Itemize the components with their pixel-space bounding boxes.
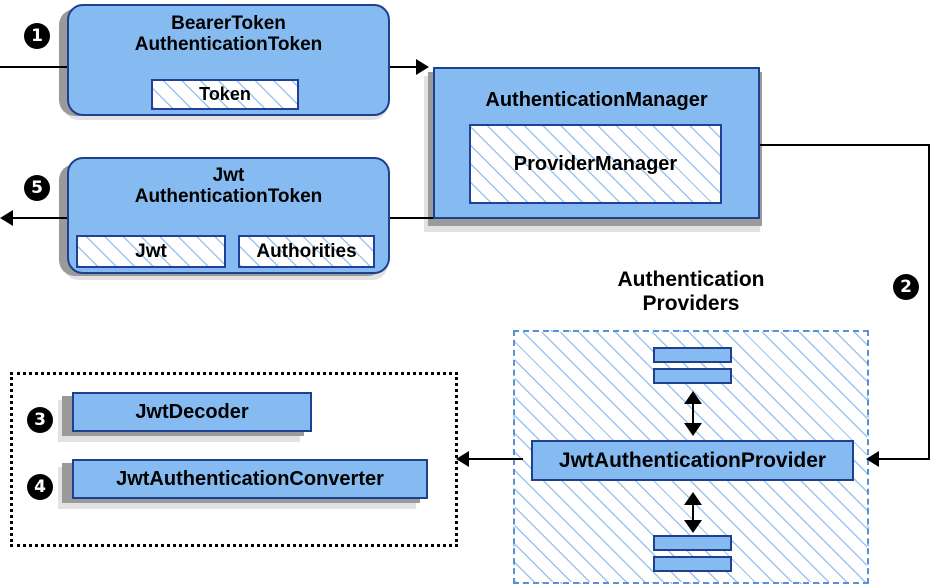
- jwt-decoder-label: JwtDecoder: [135, 400, 249, 423]
- provider-placeholder-bar-bottom-1: [653, 535, 732, 551]
- connector-request-in: [0, 66, 70, 68]
- connector-manager-to-jwt-token: [390, 217, 433, 219]
- connector-manager-out-horizontal: [760, 144, 930, 146]
- slot-token: Token: [151, 79, 299, 110]
- step-badge-2: 2: [893, 274, 919, 300]
- step-badge-1: 1: [24, 23, 50, 49]
- jwt-token-title-line2: AuthenticationToken: [134, 186, 323, 208]
- node-jwt-decoder[interactable]: JwtDecoder: [72, 392, 312, 432]
- step-badge-3: 3: [27, 407, 53, 433]
- connector-manager-out-vertical: [928, 144, 930, 460]
- authentication-providers-caption: Authentication Providers: [513, 268, 869, 316]
- connector-provider-to-support: [468, 458, 523, 460]
- jwt-token-title-line1: Jwt: [212, 165, 245, 186]
- jwt-provider-label: JwtAuthenticationProvider: [558, 448, 827, 472]
- arrowhead-bearer-to-manager: [416, 59, 429, 75]
- provider-placeholder-bar-bottom-2: [653, 556, 732, 572]
- node-jwt-authentication-converter[interactable]: JwtAuthenticationConverter: [72, 459, 428, 499]
- provider-placeholder-bar-top-2: [653, 368, 732, 384]
- slot-jwt-label: Jwt: [135, 240, 167, 262]
- providers-caption-line1: Authentication: [617, 268, 765, 291]
- arrowhead-top-down: [684, 423, 702, 436]
- providers-caption-line2: Providers: [642, 292, 740, 316]
- authentication-manager-title: AuthenticationManager: [485, 89, 708, 111]
- node-jwt-authentication-provider[interactable]: JwtAuthenticationProvider: [531, 440, 854, 481]
- connector-top-double-arrow: [692, 397, 694, 425]
- arrowhead-provider-to-support: [456, 451, 469, 467]
- connector-response-out: [10, 217, 72, 219]
- slot-jwt: Jwt: [76, 235, 226, 268]
- slot-authorities: Authorities: [238, 235, 375, 268]
- connector-bottom-double-arrow: [692, 498, 694, 522]
- slot-provider-manager-label: ProviderManager: [513, 152, 678, 175]
- provider-placeholder-bar-top-1: [653, 347, 732, 363]
- slot-provider-manager: ProviderManager: [469, 124, 722, 204]
- arrowhead-bottom-down: [684, 520, 702, 533]
- step-badge-5: 5: [24, 175, 50, 201]
- arrowhead-response-out: [0, 210, 13, 226]
- connector-into-providers: [878, 458, 930, 460]
- slot-authorities-label: Authorities: [256, 240, 357, 262]
- connector-bearer-to-manager: [390, 66, 422, 68]
- jwt-converter-label: JwtAuthenticationConverter: [116, 467, 384, 490]
- arrowhead-into-providers: [866, 451, 879, 467]
- slot-token-label: Token: [199, 84, 251, 104]
- bearer-token-title-line1: BearerToken: [171, 13, 286, 34]
- bearer-token-title-line2: AuthenticationToken: [134, 34, 323, 56]
- step-badge-4: 4: [27, 474, 53, 500]
